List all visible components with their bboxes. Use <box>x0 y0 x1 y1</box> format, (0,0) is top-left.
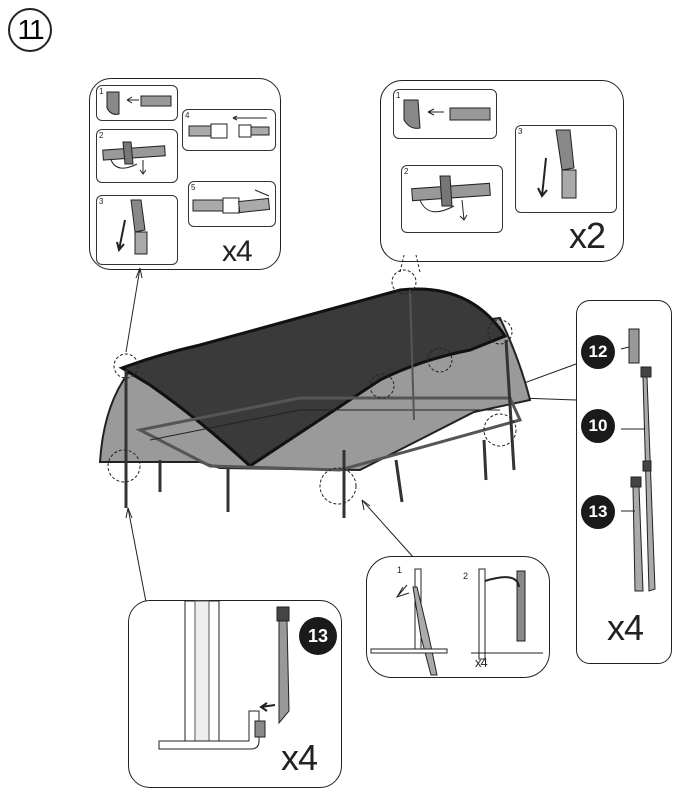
subpanel-label: 1 <box>99 87 104 96</box>
strap-down-illustration <box>116 199 148 255</box>
part-badge-12: 12 <box>581 335 615 369</box>
subpanel-label: 2 <box>404 167 409 176</box>
subpanel-label: 2 <box>463 571 469 581</box>
strap-buckle-illustration <box>106 91 172 115</box>
part-badge-10: 10 <box>581 409 615 443</box>
subpanel-label: 3 <box>518 127 523 136</box>
buckle-tighten-illustration <box>192 189 271 214</box>
step-number-circle: 11 <box>8 8 52 52</box>
subpanel-label: 1 <box>397 565 403 575</box>
quantity-label: x4 <box>475 655 488 670</box>
strap-hook-illustration <box>158 600 290 750</box>
canopy-roof <box>118 287 508 468</box>
panel-top-left-buckle-detail: 1 4 2 5 <box>89 78 281 270</box>
subpanel-3: 3 <box>96 195 178 265</box>
panel-bottom-left-detail: 13 x4 <box>128 600 342 788</box>
quantity-label: x4 <box>607 607 644 648</box>
strap-attach-illustration <box>370 568 543 676</box>
strap-wrap-illustration <box>411 175 491 221</box>
subpanel-label: 1 <box>396 91 401 100</box>
quantity-label: x2 <box>569 215 606 256</box>
part-badge-13: 13 <box>299 617 337 655</box>
subpanel-5: 5 <box>188 181 276 227</box>
strap-down-illustration <box>537 129 577 199</box>
quantity-label: x4 <box>281 737 318 778</box>
subpanel-1: 1 <box>393 89 497 139</box>
subpanel-3: 3 <box>515 125 617 213</box>
subpanel-4: 4 <box>182 109 276 151</box>
strap-wrap-illustration <box>102 141 166 175</box>
part-badge-13: 13 <box>581 495 615 529</box>
subpanel-1: 1 <box>96 85 178 121</box>
subpanel-label: 5 <box>191 183 196 192</box>
subpanel-label: 3 <box>99 197 104 206</box>
subpanel-label: 2 <box>99 131 104 140</box>
buckle-clip-illustration <box>188 115 270 139</box>
subpanel-2: 2 <box>401 165 503 233</box>
quantity-label: x4 <box>222 235 253 268</box>
subpanel-label: 4 <box>185 111 190 120</box>
strap-buckle-illustration <box>403 99 491 129</box>
panel-bottom-middle-detail: 1 2 x4 <box>366 556 550 678</box>
straps-illustration <box>620 328 656 592</box>
panel-top-right-buckle-detail: 1 2 3 x2 <box>380 80 624 262</box>
panel-parts-list: 12 10 13 x4 <box>576 300 672 664</box>
subpanel-2: 2 <box>96 129 178 183</box>
step-number: 11 <box>17 14 44 45</box>
leader-line <box>125 267 141 353</box>
